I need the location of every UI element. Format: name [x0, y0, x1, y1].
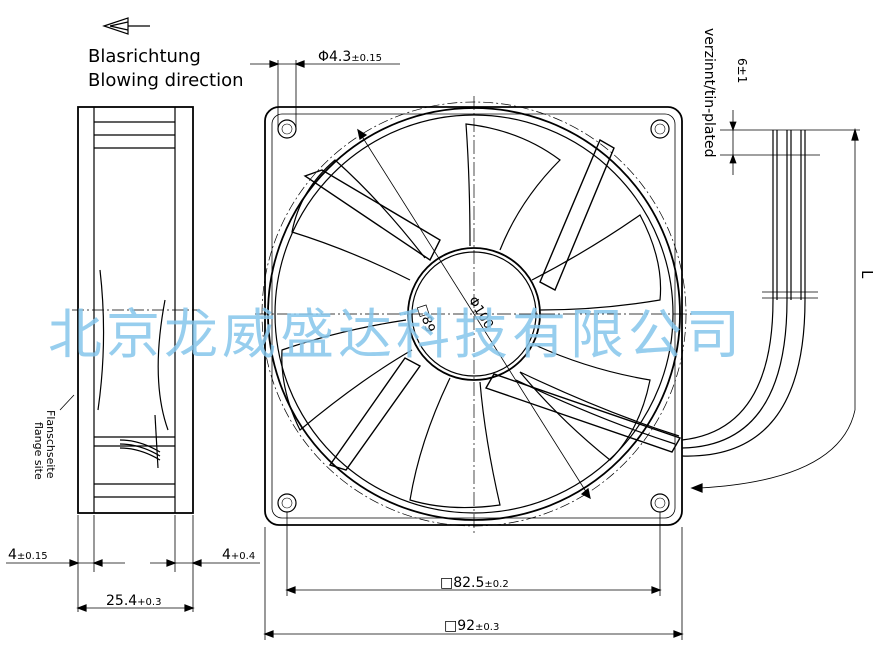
- flange-side-label-de: Flanschseite: [44, 410, 57, 479]
- blowing-direction-arrow-icon: [102, 17, 150, 35]
- flange-thickness-right-dimension: 4+0.4: [222, 547, 256, 563]
- wire-tolerance-label: 6±1: [735, 58, 749, 84]
- company-watermark: 北京龙威盛达科技有限公司: [48, 303, 744, 366]
- mounting-hole-icon: [277, 119, 670, 513]
- flange-side-label-en: flange site: [32, 422, 45, 480]
- blowing-direction-label-de: Blasrichtung: [88, 46, 201, 67]
- length-label: L: [858, 270, 876, 279]
- tin-plated-label: verzinnt/tin-plated: [701, 28, 717, 158]
- frame-size-dimension: □92±0.3: [444, 618, 500, 634]
- frame-depth-dimension: 25.4+0.3: [106, 593, 162, 609]
- hole-spacing-dimension: □82.5±0.2: [440, 575, 509, 591]
- blowing-direction-label-en: Blowing direction: [88, 70, 244, 91]
- flange-thickness-left-dimension: 4±0.15: [8, 547, 48, 563]
- side-view: [6, 106, 260, 612]
- front-view: [250, 60, 860, 640]
- hole-diameter-dimension: Φ4.3±0.15: [318, 49, 382, 65]
